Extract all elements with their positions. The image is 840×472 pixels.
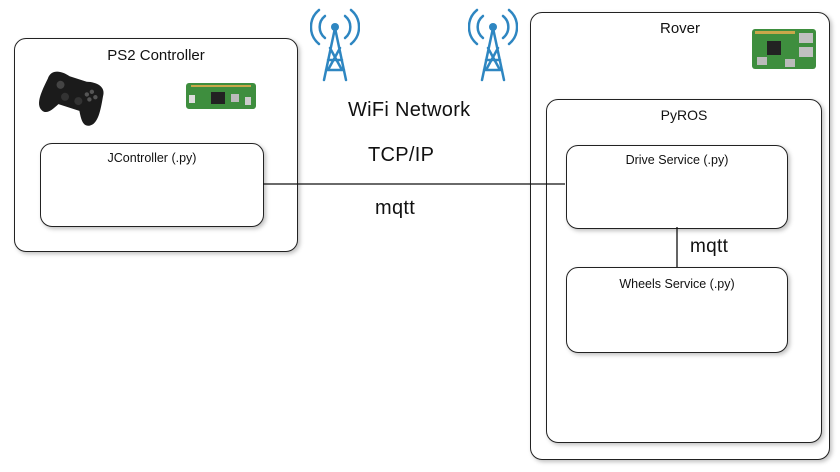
ps2-controller-box: PS2 Controller JController (.py) xyxy=(14,38,298,252)
wifi-antenna-icon xyxy=(310,8,360,82)
gamepad-icon xyxy=(39,71,104,126)
rover-box: Rover PyROS Drive Service (.py) Wheels S… xyxy=(530,12,830,460)
wheels-service-box: Wheels Service (.py) xyxy=(566,267,788,353)
mqtt-service-link-label: mqtt xyxy=(690,236,729,257)
wifi-network-label: WiFi Network xyxy=(348,99,471,121)
pyros-box: PyROS Drive Service (.py) Wheels Service… xyxy=(546,99,822,443)
wifi-antenna-icon xyxy=(468,8,518,82)
wheels-service-label: Wheels Service (.py) xyxy=(619,277,735,291)
tcp-ip-label: TCP/IP xyxy=(368,144,435,166)
jcontroller-box: JController (.py) xyxy=(40,143,264,227)
jcontroller-label: JController (.py) xyxy=(107,151,197,165)
ps2-controller-title: PS2 Controller xyxy=(107,47,205,64)
drive-service-label: Drive Service (.py) xyxy=(625,153,729,167)
mqtt-network-label: mqtt xyxy=(375,197,416,219)
pyros-title: PyROS xyxy=(660,107,708,123)
rover-title: Rover xyxy=(659,20,700,37)
raspberry-pi-zero-icon xyxy=(186,83,256,109)
raspberry-pi-board-icon xyxy=(752,29,816,69)
